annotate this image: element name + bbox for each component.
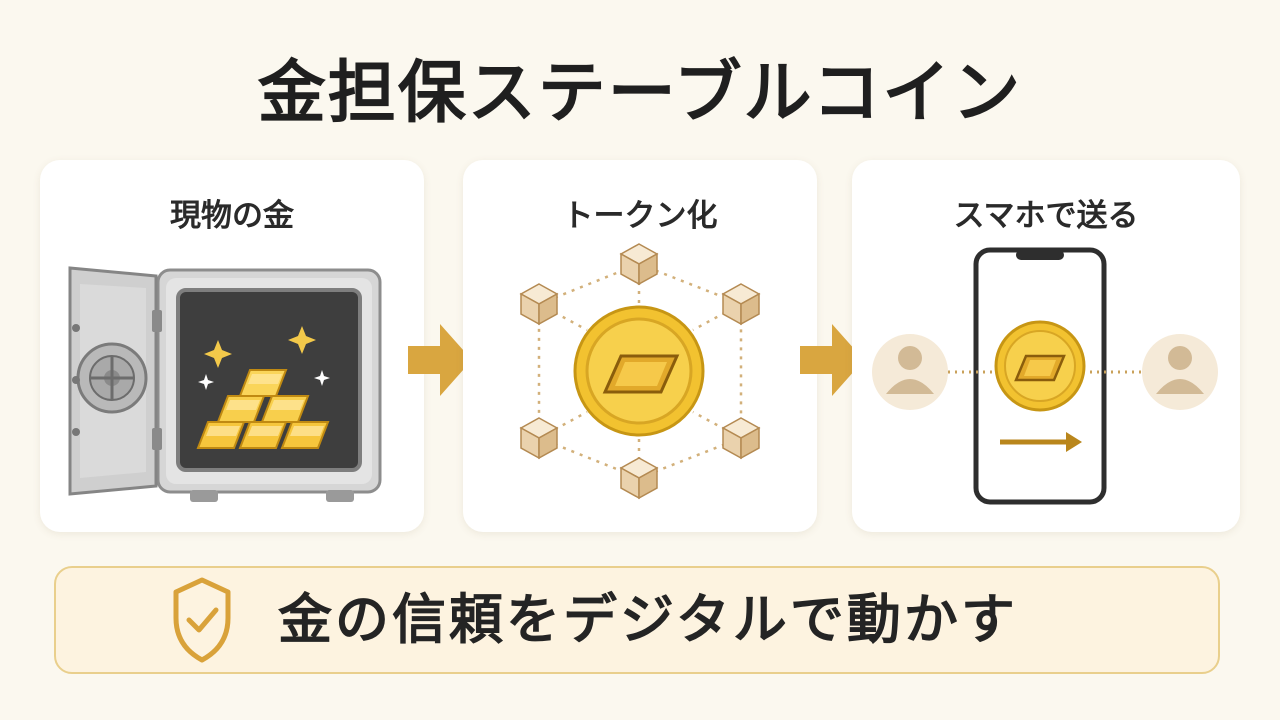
step-smartphone-panel: スマホで送る [852,160,1240,532]
step-physical-gold-panel: 現物の金 [40,160,424,532]
step-title: トークン化 [562,198,718,234]
step-title: スマホで送る [953,198,1139,234]
tagline-text: 金の信頼をデジタルで動かす [278,588,1018,651]
step-tokenization-panel: トークン化 [463,160,817,532]
shield-check-icon [173,577,231,663]
smartphone-transfer-icon [872,247,1218,505]
gold-coin-network-icon [519,243,761,500]
flow-arrow-icon [800,324,864,396]
safe-with-gold-bars-icon [68,266,382,502]
tagline-banner: 金の信頼をデジタルで動かす [54,566,1220,674]
flow-arrow-icon [408,324,472,396]
step-title: 現物の金 [170,198,294,234]
page-title: 金担保ステーブルコイン [257,54,1023,133]
